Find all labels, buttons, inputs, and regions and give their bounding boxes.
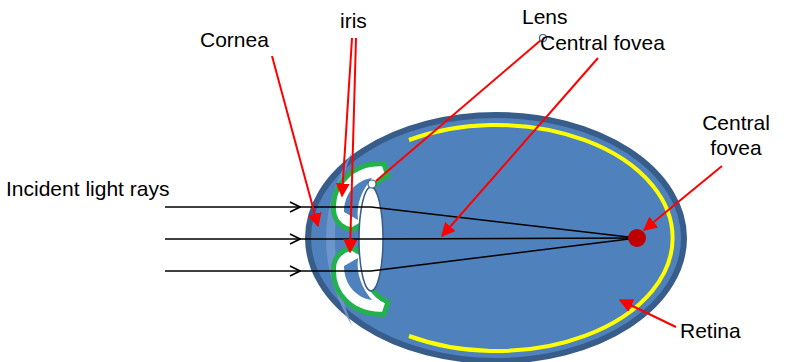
part-label: Central fovea xyxy=(690,110,782,160)
eyeball xyxy=(308,115,684,361)
part-label: Lens xyxy=(522,4,568,29)
lens-dot xyxy=(368,180,376,188)
rays-label: Incident light rays xyxy=(6,176,169,201)
light-rays xyxy=(165,207,637,271)
part-label: Retina xyxy=(680,318,741,343)
leader-lines xyxy=(272,38,722,327)
fovea-dot xyxy=(628,229,646,247)
part-label: Central fovea xyxy=(540,30,665,55)
part-label: iris xyxy=(340,8,367,33)
part-label: Cornea xyxy=(200,27,269,52)
